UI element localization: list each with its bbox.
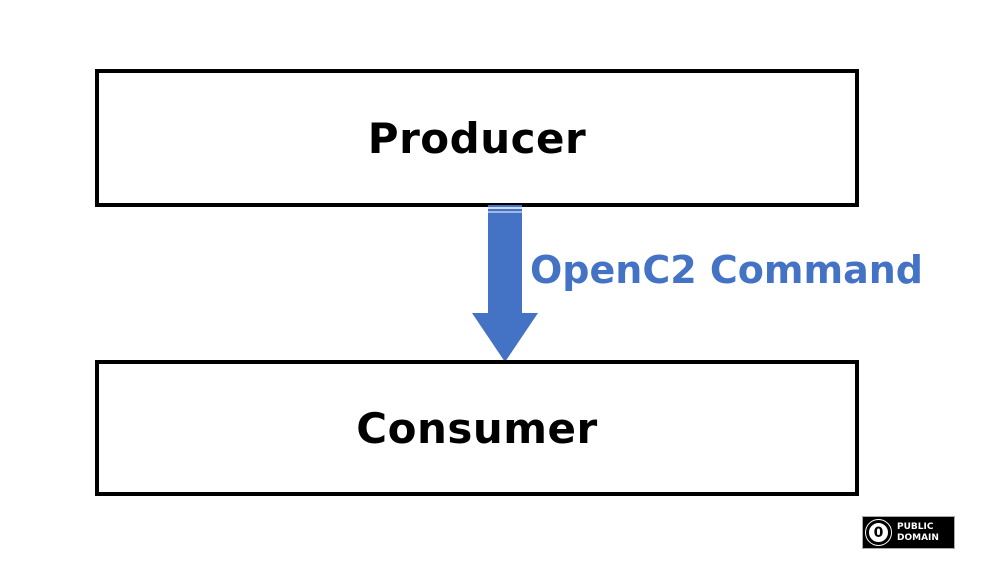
producer-box: Producer [95, 69, 859, 207]
public-domain-icon: 0 [865, 519, 892, 546]
badge-line-1: PUBLIC [897, 521, 934, 532]
public-domain-badge: 0 PUBLIC DOMAIN [862, 516, 955, 549]
badge-text: PUBLIC DOMAIN [897, 522, 939, 544]
badge-line-2: DOMAIN [897, 532, 939, 543]
producer-label: Producer [367, 113, 587, 163]
down-arrow-icon [472, 205, 538, 362]
edge-label: OpenC2 Command [530, 248, 923, 292]
consumer-box: Consumer [95, 360, 859, 496]
consumer-label: Consumer [356, 403, 598, 453]
